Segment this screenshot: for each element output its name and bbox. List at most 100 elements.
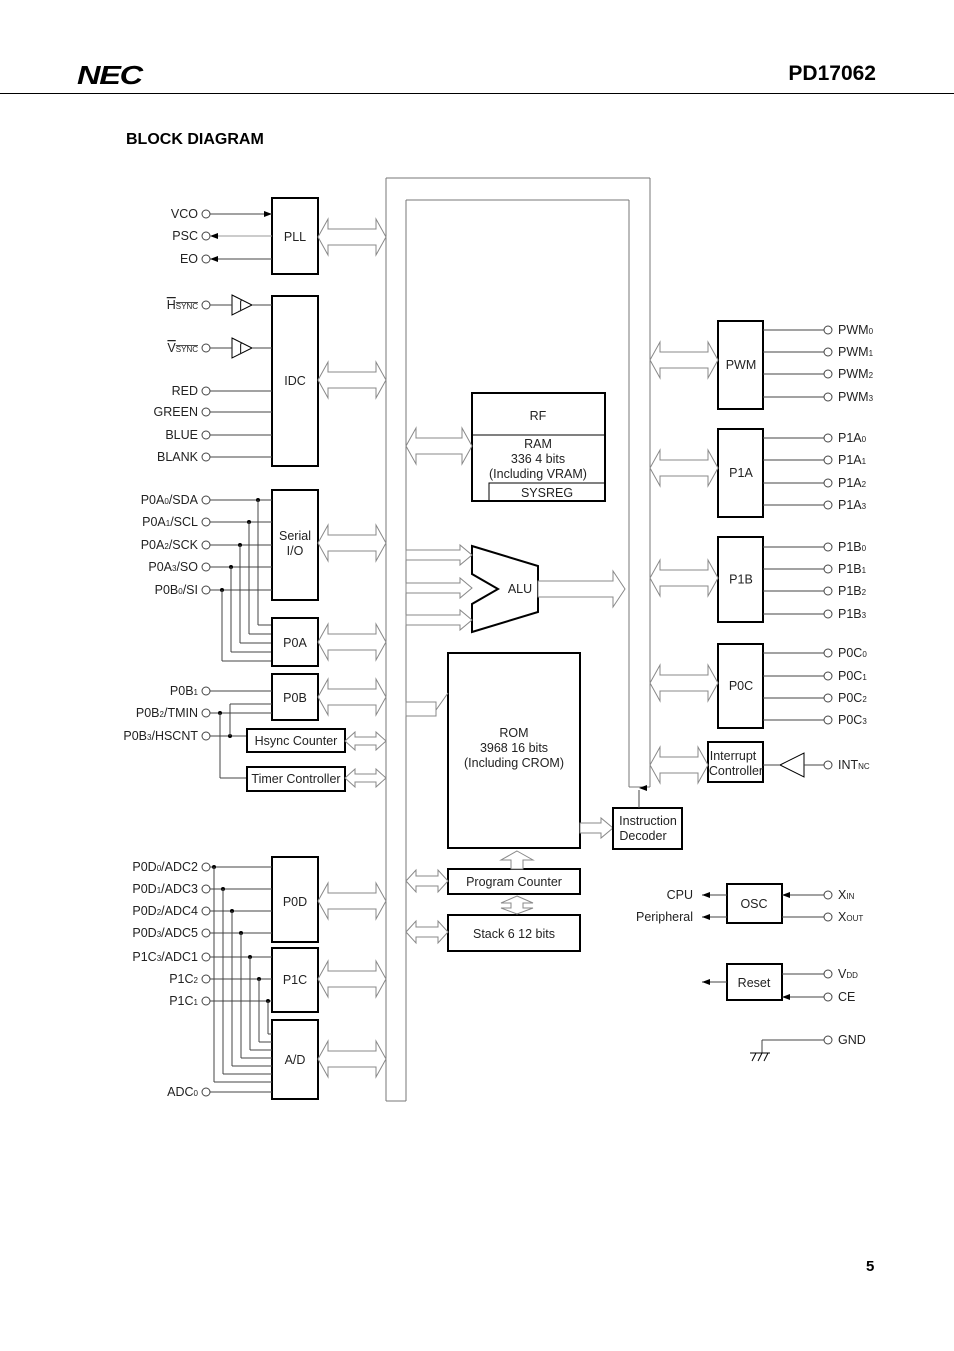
stack-bus-arrow [405,919,449,945]
pin-terminal [823,478,833,488]
pin-subscript: 0 [157,864,162,873]
pin-subscript: 0 [194,1089,199,1098]
p0b-bus-arrow [317,677,387,717]
pin-terminal [823,1035,833,1045]
pin-label: P0A1/SCL [142,515,198,529]
pin-terminal [823,392,833,402]
nec-logo: NEC [77,60,143,90]
p0d-label: P0D [283,895,307,909]
p0a-label: P0A [283,636,307,650]
pin-terminal [201,452,211,462]
pin-terminal [823,890,833,900]
pwm-block [717,320,764,410]
pin-name: P0B [170,684,194,698]
pin-name: BLUE [165,428,198,442]
pin-label: VSYNC [167,341,198,355]
pin-terminal [201,1087,211,1097]
cpu-label: CPU [667,888,693,902]
interrupt-controller-label: Interrupt [710,749,757,763]
pin-terminal [201,862,211,872]
pin-label: P1C1 [169,994,198,1008]
idc-label: IDC [284,374,306,388]
arrowhead [702,914,710,920]
pin-name: P1B [838,562,862,576]
pin-subscript: 0 [869,327,874,336]
pin-name: PWM [838,323,869,337]
pin-terminal [823,609,833,619]
pin-subscript: 2 [157,908,162,917]
pin-name: BLANK [157,450,199,464]
pin-subscript: 2 [862,588,867,597]
pin-name: P1B [838,584,862,598]
pin-name: H [167,298,176,312]
ram-size-label: 336 4 bits [511,452,565,466]
pin-terminal [201,996,211,1006]
pin-label: GREEN [154,405,198,419]
p0b-block [271,673,319,721]
pin-terminal [201,254,211,264]
pin-name: P1B [838,607,862,621]
pin-suffix: /ADC5 [161,926,198,940]
pin-suffix: /SDA [169,493,199,507]
pin-label: P1C2 [169,972,198,986]
pin-name: P0B [136,706,160,720]
pin-name: P1C [169,994,193,1008]
pin-name: X [838,910,847,924]
pin-terminal [823,992,833,1002]
pin-name: GREEN [154,405,198,419]
p1a-label: P1A [729,466,753,480]
p1c-bus-arrow [317,959,387,999]
pin-name: P0D [132,926,156,940]
sysreg-block [488,482,606,502]
pin-label: P0B0/SI [155,583,198,597]
pin-name: P1A [838,498,862,512]
pin-label: P1A0 [838,431,867,445]
pin-label: P1A1 [838,453,867,467]
pin-subscript: 0 [178,587,183,596]
p0c-bus-arrow [649,663,719,703]
pin-label: P0A2/SCK [141,538,199,552]
pin-terminal [823,586,833,596]
p0a-bus-arrow [317,622,387,662]
pin-name: PWM [838,345,869,359]
pin-name: VCO [171,207,198,221]
pin-terminal [201,731,211,741]
stack-block [447,914,581,952]
pin-name: P0C [838,669,862,683]
pin-label: INTNC [838,758,870,772]
pin-label: P0B2/TMIN [136,706,198,720]
rom-note-label: (Including CROM) [464,756,564,770]
pin-label: P0D0/ADC2 [132,860,198,874]
pin-terminal [201,884,211,894]
pin-name: V [838,967,847,981]
stack-label: Stack 6 12 bits [473,927,555,941]
pin-terminal [201,231,211,241]
pin-terminal [201,517,211,527]
pin-terminal [823,912,833,922]
pin-terminal [823,648,833,658]
rom-block [447,652,581,849]
arrowhead [264,211,272,217]
pin-label: P0A3/SO [148,560,198,574]
pin-name: P1B [838,540,862,554]
pin-label: P1B0 [838,540,867,554]
alu-output-arrow [537,569,626,609]
pin-terminal [823,542,833,552]
pin-suffix: /SO [176,560,198,574]
p1b-bus-arrow [649,558,719,598]
pin-label: HSYNC [167,298,198,312]
pin-suffix: /SCL [170,515,198,529]
pin-subscript: 3 [147,733,152,742]
pin-suffix: /ADC1 [161,950,198,964]
pin-label: ADC0 [167,1085,198,1099]
pin-subscript: 1 [166,519,171,528]
header-divider [0,93,954,94]
reset-label: Reset [738,976,771,990]
program-counter-label: Program Counter [466,875,562,889]
ad-bus-arrow [317,1039,387,1079]
alu-input-arrow [405,576,473,600]
serial-io-bus-arrow [317,523,387,563]
pin-name: PWM [838,367,869,381]
pin-name: P0D [132,904,156,918]
pin-name: X [838,888,847,902]
